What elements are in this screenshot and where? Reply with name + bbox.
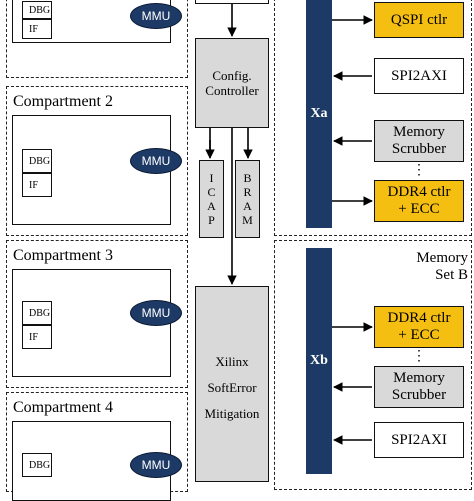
scrubber-line2: Scrubber: [391, 141, 447, 157]
icap-letter: I: [209, 171, 214, 185]
qspi-label: QSPI ctlr: [390, 11, 448, 28]
bram-letter: R: [243, 185, 252, 199]
compartment-3: Compartment 3 DBG IF MMU: [6, 240, 188, 388]
dbg-label: DBG: [29, 307, 51, 319]
bram-block: B R A M: [235, 160, 260, 238]
ellipsis-a: ⋮: [412, 162, 426, 178]
config-controller-line2: Controller: [205, 83, 259, 98]
config-controller-line1: Config.: [212, 68, 252, 83]
ddr4-line1: DDR4 ctlr: [387, 184, 451, 200]
bram-letter: B: [243, 171, 252, 185]
mmu-label: MMU: [141, 306, 171, 320]
bram-letter: M: [242, 213, 253, 227]
memory-scrubber-b: Memory Scrubber: [374, 366, 464, 408]
mmu-label: MMU: [141, 154, 171, 168]
ddr4-line2: + ECC: [398, 327, 440, 343]
softerror-mitigation: Xilinx SoftError Mitigation: [195, 286, 269, 482]
if-port: IF: [22, 325, 52, 349]
scrubber-line1: Memory: [393, 370, 445, 386]
icap-block: I C A P: [199, 160, 224, 238]
spi2axi-b: SPI2AXI: [374, 422, 464, 458]
ddr4-controller-a: DDR4 ctlr + ECC: [374, 180, 464, 222]
memory-scrubber-a: Memory Scrubber: [374, 120, 464, 162]
mmu-node: MMU: [130, 300, 182, 326]
bus-xb-label: Xb: [310, 353, 328, 368]
bram-letter: A: [243, 199, 252, 213]
dbg-port: DBG: [22, 149, 52, 173]
if-label: IF: [29, 331, 38, 343]
icap-letter: C: [207, 185, 216, 199]
config-controller: Config. Controller: [195, 38, 269, 128]
dbg-label: DBG: [29, 459, 51, 471]
center-top-block: [195, 0, 269, 4]
ddr4-controller-b: DDR4 ctlr + ECC: [374, 306, 464, 348]
dbg-port: DBG: [22, 1, 52, 19]
if-label: IF: [29, 23, 38, 35]
compartment-1: DBG IF MMU: [6, 0, 188, 78]
dbg-port: DBG: [22, 453, 52, 477]
memory-set-b-title: Memory Set B: [392, 248, 468, 286]
memory-set-a: [274, 0, 472, 236]
sem-line3: Mitigation: [204, 406, 260, 421]
spi2axi-label: SPI2AXI: [391, 67, 447, 84]
bus-xa-label: Xa: [310, 106, 328, 121]
if-port: IF: [22, 19, 52, 39]
dbg-label: DBG: [29, 4, 51, 16]
compartment-title: Compartment 3: [13, 247, 113, 264]
bus-xa: Xa: [306, 0, 332, 228]
icap-letter: A: [207, 199, 216, 213]
mmu-node: MMU: [130, 452, 182, 478]
mmu-label: MMU: [141, 9, 171, 23]
compartment-title: Compartment 2: [13, 93, 113, 110]
set-b-title-line2: Set B: [435, 267, 468, 283]
spi2axi-label: SPI2AXI: [391, 431, 447, 448]
mmu-label: MMU: [141, 458, 171, 472]
bus-xb: Xb: [306, 248, 332, 474]
scrubber-line1: Memory: [393, 124, 445, 140]
if-label: IF: [29, 179, 38, 191]
if-port: IF: [22, 173, 52, 197]
mmu-node: MMU: [130, 3, 182, 29]
qspi-controller: QSPI ctlr: [374, 2, 464, 38]
sem-line1: Xilinx: [215, 354, 249, 369]
icap-letter: P: [208, 213, 215, 227]
ddr4-line1: DDR4 ctlr: [387, 310, 451, 326]
compartment-2: Compartment 2 DBG IF MMU: [6, 86, 188, 236]
sem-line2: SoftError: [207, 380, 257, 395]
spi2axi-a: SPI2AXI: [374, 58, 464, 94]
set-b-title-line1: Memory: [416, 250, 468, 266]
ddr4-line2: + ECC: [398, 201, 440, 217]
mmu-node: MMU: [130, 148, 182, 174]
dbg-port: DBG: [22, 301, 52, 325]
ellipsis-b: ⋮: [412, 348, 426, 364]
scrubber-line2: Scrubber: [391, 387, 447, 403]
compartment-4: Compartment 4 DBG MMU: [6, 392, 188, 501]
compartment-title: Compartment 4: [13, 399, 113, 416]
dbg-label: DBG: [29, 155, 51, 167]
